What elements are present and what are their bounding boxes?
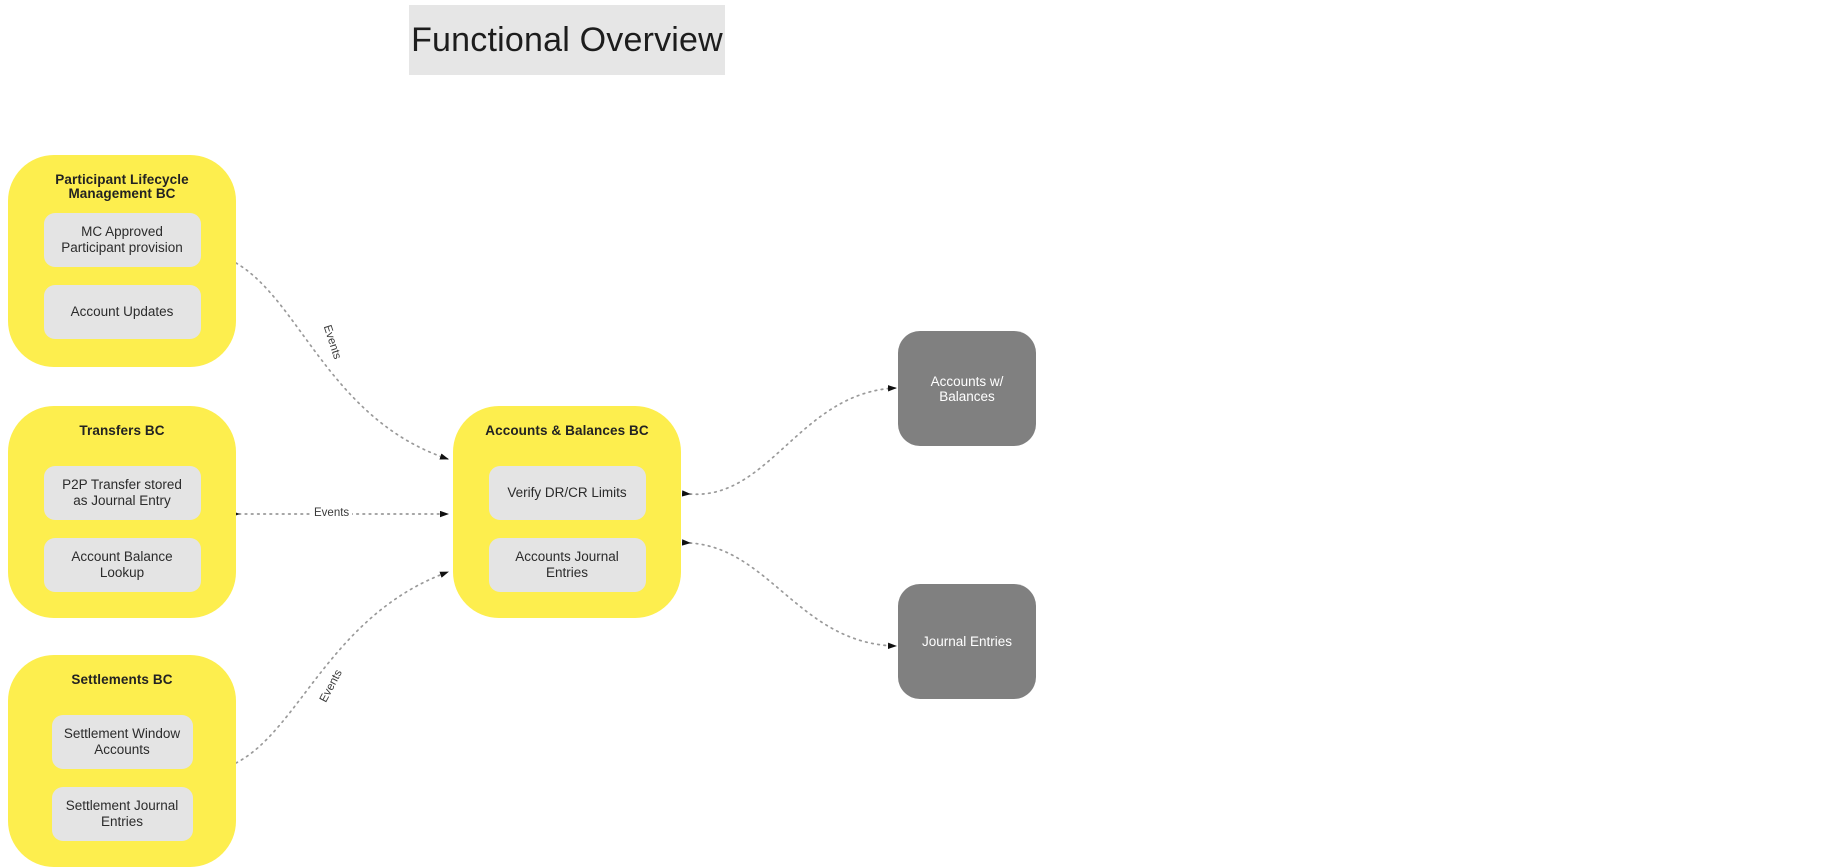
card-verify-dr-cr-limits[interactable]: Verify DR/CR Limits <box>488 465 646 520</box>
context-accounts-and-balances-bc[interactable]: Accounts & Balances BC Verify DR/CR Limi… <box>453 406 681 618</box>
edge-label-settlements-events: Events <box>316 665 347 708</box>
card-mc-approved-participant-provision[interactable]: MC Approved Participant provision <box>43 213 201 267</box>
edge-accounts-to-journal-entries <box>681 539 897 650</box>
card-settlement-window-accounts[interactable]: Settlement Window Accounts <box>51 714 193 769</box>
card-accounts-journal-entries[interactable]: Accounts Journal Entries <box>488 537 646 592</box>
context-participant-lifecycle-management-bc[interactable]: Participant Lifecycle Management BC MC A… <box>8 155 236 367</box>
edge-settlements-to-accounts <box>235 571 449 764</box>
context-title: Accounts & Balances BC <box>485 423 649 438</box>
card-settlement-journal-entries[interactable]: Settlement Journal Entries <box>51 786 193 841</box>
card-p2p-transfer-stored-as-journal-entry[interactable]: P2P Transfer stored as Journal Entry <box>43 465 201 520</box>
context-card-list: Settlement Window Accounts Settlement Jo… <box>8 714 236 841</box>
context-settlements-bc[interactable]: Settlements BC Settlement Window Account… <box>8 655 236 867</box>
entity-accounts-with-balances[interactable]: Accounts w/ Balances <box>898 331 1036 446</box>
context-transfers-bc[interactable]: Transfers BC P2P Transfer stored as Jour… <box>8 406 236 618</box>
card-account-balance-lookup[interactable]: Account Balance Lookup <box>43 537 201 592</box>
edge-plm-to-accounts <box>235 262 449 460</box>
context-title: Settlements BC <box>71 672 173 687</box>
page-title-text: Functional Overview <box>411 20 723 59</box>
page-title: Functional Overview <box>409 5 725 75</box>
context-card-list: Verify DR/CR Limits Accounts Journal Ent… <box>453 465 681 592</box>
context-title: Transfers BC <box>79 423 165 438</box>
entity-journal-entries[interactable]: Journal Entries <box>898 584 1036 699</box>
card-account-updates[interactable]: Account Updates <box>43 285 201 339</box>
context-card-list: P2P Transfer stored as Journal Entry Acc… <box>8 465 236 592</box>
context-card-list: MC Approved Participant provision Accoun… <box>8 213 236 339</box>
edge-label-plm-events: Events <box>319 320 344 364</box>
edge-label-transfers-events: Events <box>311 507 353 520</box>
edge-accounts-to-accounts-with-balances <box>681 385 897 497</box>
context-title: Participant Lifecycle Management BC <box>55 172 189 201</box>
